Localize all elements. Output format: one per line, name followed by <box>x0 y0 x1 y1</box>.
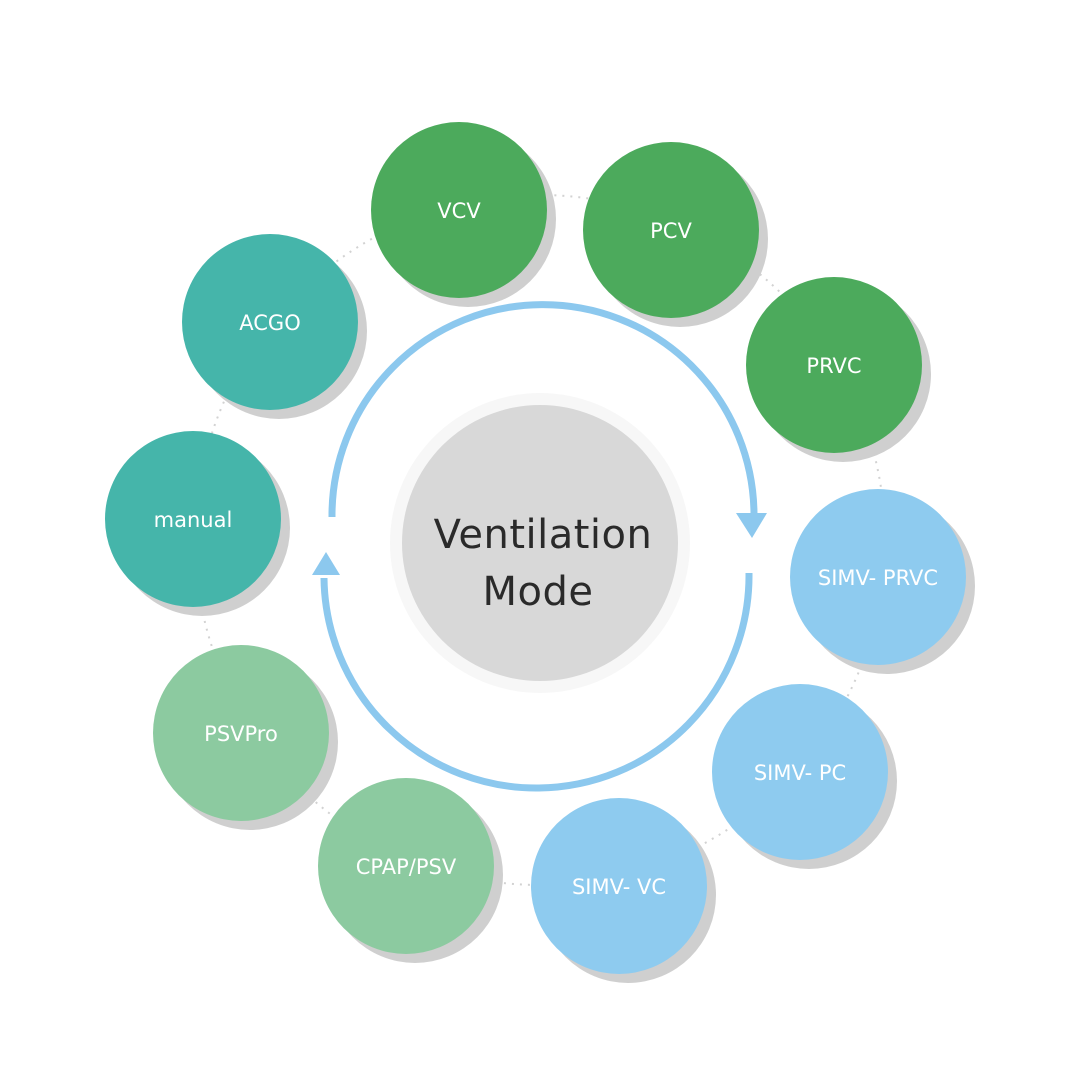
mode-node-psvpro: PSVPro <box>153 645 338 830</box>
mode-circle <box>318 778 494 954</box>
cycle-arrowhead-left <box>312 552 340 575</box>
mode-label: CPAP/PSV <box>356 855 457 879</box>
mode-label: VCV <box>437 199 481 223</box>
mode-node-simv-vc: SIMV- VC <box>531 798 716 983</box>
mode-label: ACGO <box>239 311 300 335</box>
mode-node-acgo: ACGO <box>182 234 367 419</box>
cycle-arrowhead-right <box>736 513 767 538</box>
center-title-line2: Mode <box>483 569 594 615</box>
mode-nodes: VCV PCV PRVC SIMV- PRVC SIMV- PC SIMV- VC CPAP… <box>105 122 975 983</box>
mode-node-pcv: PCV <box>583 142 768 327</box>
mode-node-vcv: VCV <box>371 122 556 307</box>
mode-label: SIMV- PC <box>754 761 846 785</box>
mode-circle <box>531 798 707 974</box>
mode-circle <box>790 489 966 665</box>
mode-circle <box>371 122 547 298</box>
center-title-line1: Ventilation <box>434 512 653 558</box>
mode-node-cpap-psv: CPAP/PSV <box>318 778 503 963</box>
mode-node-simv-pc: SIMV- PC <box>712 684 897 869</box>
mode-label: SIMV- VC <box>572 875 666 899</box>
mode-circle <box>153 645 329 821</box>
mode-node-prvc: PRVC <box>746 277 931 462</box>
mode-label: PCV <box>650 219 692 243</box>
mode-circle <box>182 234 358 410</box>
mode-label: SIMV- PRVC <box>818 566 938 590</box>
mode-circle <box>712 684 888 860</box>
mode-label: PSVPro <box>204 722 278 746</box>
mode-label: PRVC <box>806 354 861 378</box>
mode-circle <box>105 431 281 607</box>
cycle-arrow-right <box>328 301 758 518</box>
mode-node-manual: manual <box>105 431 290 616</box>
mode-circle <box>746 277 922 453</box>
cycle-arrow-left <box>320 572 753 792</box>
center-circle <box>402 405 678 681</box>
mode-circle <box>583 142 759 318</box>
mode-label: manual <box>154 508 233 532</box>
mode-node-simv-prvc: SIMV- PRVC <box>790 489 975 674</box>
